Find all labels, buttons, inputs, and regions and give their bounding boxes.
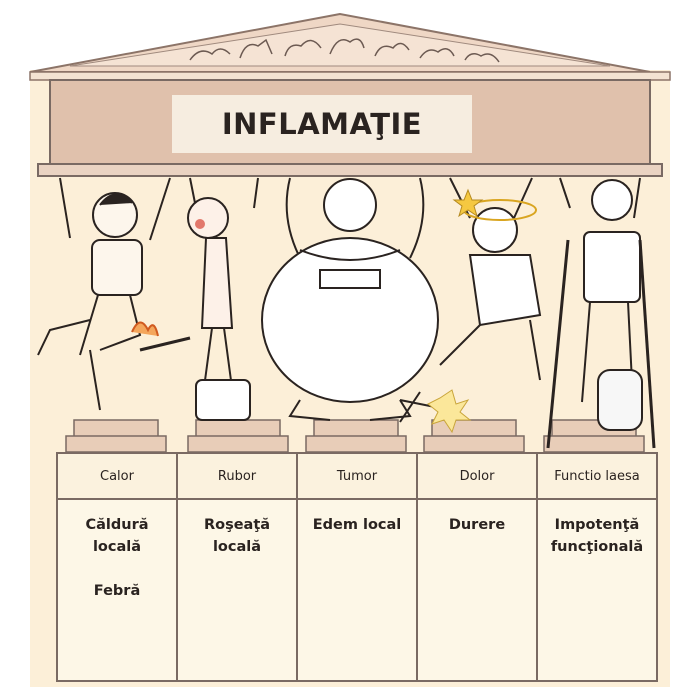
- column-header: Tumor: [298, 454, 416, 500]
- column-tumor: Tumor Edem local: [298, 454, 418, 680]
- body-line: Febră: [58, 580, 176, 602]
- diagram-title: INFLAMAŢIE: [222, 107, 422, 141]
- signs-table: Calor Căldură locală Febră Rubor Roşeaţă…: [56, 452, 658, 682]
- body-line: locală: [58, 536, 176, 558]
- body-line: Durere: [418, 514, 536, 536]
- column-body: Impotenţă funcţională: [538, 500, 656, 558]
- column-body: Roşeaţă locală: [178, 500, 296, 558]
- column-header: Calor: [58, 454, 176, 500]
- body-line: Impotenţă: [538, 514, 656, 536]
- title-panel: INFLAMAŢIE: [172, 95, 472, 153]
- plinths: [66, 420, 644, 452]
- column-header: Rubor: [178, 454, 296, 500]
- column-rubor: Rubor Roşeaţă locală: [178, 454, 298, 680]
- body-line: locală: [178, 536, 296, 558]
- body-line: Căldură: [58, 514, 176, 536]
- body-line: Roşeaţă: [178, 514, 296, 536]
- column-dolor: Dolor Durere: [418, 454, 538, 680]
- column-functio-laesa: Functio laesa Impotenţă funcţională: [538, 454, 656, 680]
- column-header: Dolor: [418, 454, 536, 500]
- column-body: Edem local: [298, 500, 416, 536]
- body-line: Edem local: [298, 514, 416, 536]
- body-line: funcţională: [538, 536, 656, 558]
- column-header: Functio laesa: [538, 454, 656, 500]
- column-calor: Calor Căldură locală Febră: [58, 454, 178, 680]
- column-body: Durere: [418, 500, 536, 536]
- body-gap: [58, 558, 176, 580]
- column-body: Căldură locală Febră: [58, 500, 176, 602]
